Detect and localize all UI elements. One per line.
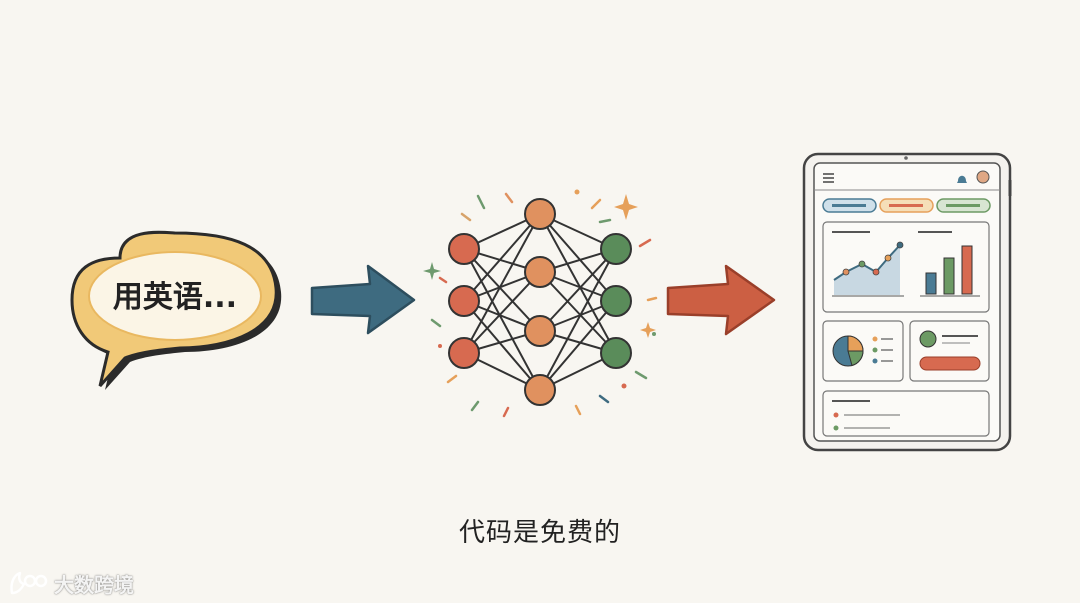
input-arrow-icon [310,264,416,335]
speech-bubble-text: 用英语... [113,280,237,315]
tablet-dashboard-icon [802,152,1012,452]
caption-text: 代码是免费的 [458,518,621,548]
output-arrow-icon [666,264,776,336]
watermark: 大数跨境 [8,567,134,599]
cat-logo-icon [10,571,48,595]
speech-bubble: 用英语... [70,230,282,390]
watermark-text: 大数跨境 [54,572,134,597]
neural-network-icon [423,189,658,418]
